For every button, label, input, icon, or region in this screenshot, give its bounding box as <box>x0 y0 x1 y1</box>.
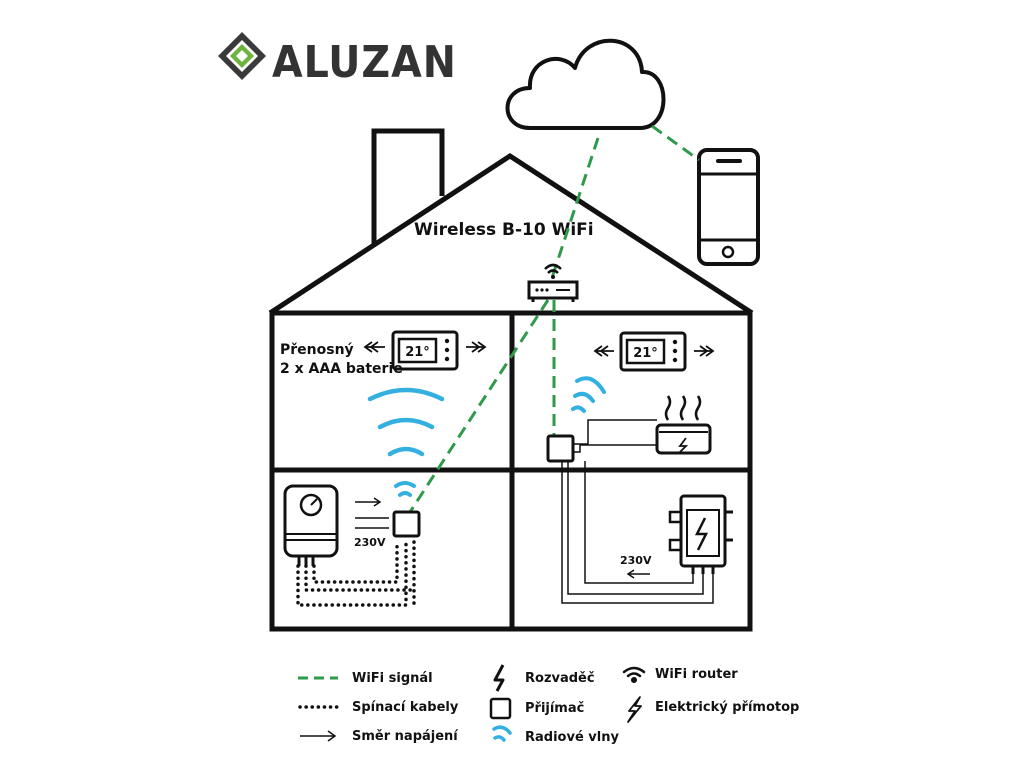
wifi-router-icon <box>527 263 579 302</box>
wifi-icon <box>622 666 646 684</box>
brand-name: ALUZAN <box>272 37 457 88</box>
heater-power-wires <box>573 419 657 453</box>
distribution-board-icon <box>668 494 733 574</box>
diamond-logo-icon <box>218 32 266 80</box>
boiler-icon <box>283 484 339 566</box>
legend-item-power-direction: Směr napájení <box>300 729 459 744</box>
legend-item-receiver: Přijímač <box>489 697 584 720</box>
receiver-icon <box>489 697 512 720</box>
legend-electric-heater-label: Elektrický přímotop <box>655 700 799 715</box>
electric-heater-icon <box>655 395 712 455</box>
thermostat-left: 21° <box>391 330 459 371</box>
portable-label-line1: Přenosný <box>280 342 354 358</box>
legend-item-radio-waves: Radiové vlny <box>492 725 619 745</box>
legend-switch-cables-label: Spínací kabely <box>352 700 459 715</box>
brand-logo: ALUZAN <box>218 32 457 88</box>
switch-cables-left <box>296 540 416 607</box>
receiver-icon-right <box>546 434 575 463</box>
legend-wifi-router-label: WiFi router <box>655 667 738 682</box>
legend-wifi-signal-label: WiFi signál <box>352 671 433 686</box>
legend-item-electric-heater: Elektrický přímotop <box>627 696 799 723</box>
house-outline <box>268 128 754 632</box>
receiver-icon-left <box>392 510 421 538</box>
power-wires-right <box>561 461 714 604</box>
cloud-icon <box>505 38 666 130</box>
legend-item-distribution-board: Rozvaděč <box>493 664 595 692</box>
thermostat-right-temperature: 21° <box>633 346 658 361</box>
legend-power-direction-label: Směr napájení <box>352 729 459 744</box>
legend-item-switch-cables: Spínací kabely <box>298 700 459 715</box>
move-left-arrow-icon-right-room <box>593 345 614 357</box>
product-title: Wireless B-10 WiFi <box>414 220 594 240</box>
chimney <box>371 128 445 244</box>
move-right-arrow-icon <box>466 341 487 353</box>
lightning-bolt-icon <box>493 664 505 692</box>
voltage-label-panel: 230V <box>620 554 652 567</box>
voltage-label-boiler: 230V <box>354 536 386 549</box>
legend-item-wifi-signal: WiFi signál <box>298 671 433 686</box>
portable-label-line2: 2 x AAA baterie <box>280 361 403 377</box>
legend: WiFi signál Spínací kabely Směr napájení… <box>298 664 799 745</box>
thermostat-right: 21° <box>619 331 687 372</box>
legend-radio-waves-label: Radiové vlny <box>525 730 619 745</box>
move-left-arrow-icon <box>363 341 385 353</box>
lightning-outline-icon <box>627 696 642 723</box>
legend-distribution-board-label: Rozvaděč <box>525 671 595 686</box>
thermostat-left-temperature: 21° <box>405 345 430 360</box>
power-direction-arrows-left <box>355 497 389 529</box>
move-right-arrow-icon-right-room <box>694 345 715 357</box>
roof <box>268 153 754 316</box>
radio-waves-receiver-left <box>394 481 416 497</box>
radio-waves-icon <box>492 725 512 742</box>
radio-waves-right <box>571 376 606 413</box>
legend-receiver-label: Přijímač <box>525 701 584 716</box>
legend-item-wifi-router: WiFi router <box>622 666 738 684</box>
smartphone-icon <box>697 148 760 266</box>
radio-waves-left <box>367 387 445 457</box>
